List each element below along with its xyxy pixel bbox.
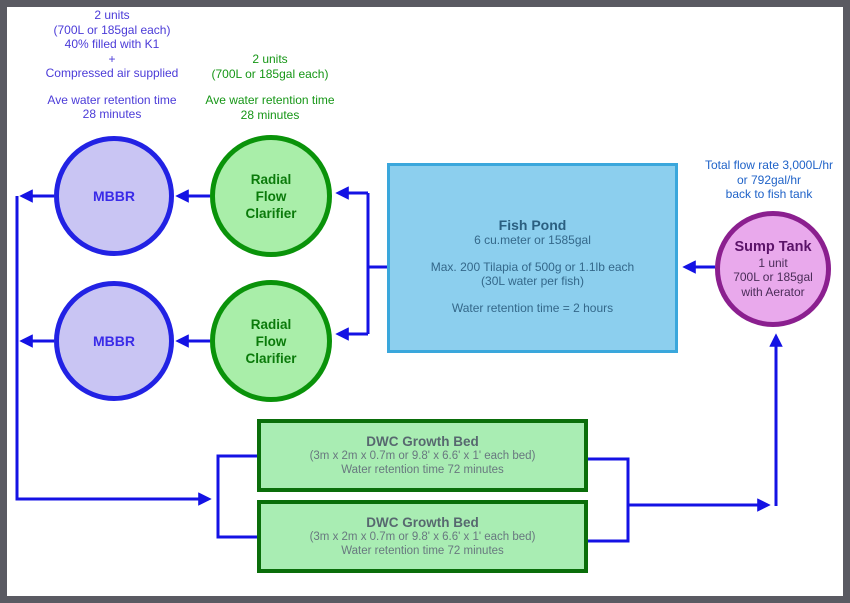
- radial-flow-clarifier-node-1: Radial Flow Clarifier: [210, 135, 332, 257]
- clarifier-annotation-spec: 2 units (700L or 185gal each): [211, 52, 329, 81]
- sump-annotation-text: Total flow rate 3,000L/hr or 792gal/hr b…: [704, 158, 834, 201]
- dwc-growth-bed-node-2: DWC Growth Bed (3m x 2m x 0.7m or 9.8' x…: [257, 500, 588, 573]
- dwc-2-title: DWC Growth Bed: [366, 515, 479, 530]
- sump-tank-title: Sump Tank: [734, 238, 812, 255]
- sump-tank-node: Sump Tank 1 unit 700L or 185gal with Aer…: [715, 211, 831, 327]
- dwc-2-retention: Water retention time 72 minutes: [341, 545, 504, 557]
- dwc-growth-bed-node-1: DWC Growth Bed (3m x 2m x 0.7m or 9.8' x…: [257, 419, 588, 492]
- dwc-1-retention: Water retention time 72 minutes: [341, 464, 504, 476]
- sump-annotation: Total flow rate 3,000L/hr or 792gal/hr b…: [690, 158, 848, 202]
- fish-pond-capacity: 6 cu.meter or 1585gal: [474, 233, 591, 247]
- mbbr-node-2: MBBR: [54, 281, 174, 401]
- radial-flow-clarifier-node-2: Radial Flow Clarifier: [210, 280, 332, 402]
- fish-pond-stocking: Max. 200 Tilapia of 500g or 1.1lb each (…: [430, 260, 635, 288]
- clarifier-1-label: Radial Flow Clarifier: [245, 171, 297, 221]
- dwc-1-dimensions: (3m x 2m x 0.7m or 9.8' x 6.6' x 1' each…: [309, 450, 536, 462]
- mbbr-annotation: 2 units (700L or 185gal each) 40% filled…: [12, 8, 212, 122]
- fish-pond-title: Fish Pond: [498, 217, 567, 233]
- mbbr-annotation-spec: 2 units (700L or 185gal each) 40% filled…: [45, 8, 179, 80]
- dwc-2-dimensions: (3m x 2m x 0.7m or 9.8' x 6.6' x 1' each…: [309, 531, 536, 543]
- dwc-inlet-bracket: [216, 454, 257, 539]
- mbbr-2-label: MBBR: [93, 333, 135, 349]
- sump-tank-details: 1 unit 700L or 185gal with Aerator: [733, 255, 813, 299]
- dwc-outlet-bracket: [588, 457, 630, 543]
- mbbr-annotation-retention: Ave water retention time 28 minutes: [47, 92, 177, 122]
- mbbr-node-1: MBBR: [54, 136, 174, 256]
- mbbr-1-label: MBBR: [93, 188, 135, 204]
- clarifier-annotation-retention: Ave water retention time 28 minutes: [205, 93, 335, 122]
- clarifier-annotation: 2 units (700L or 185gal each) Ave water …: [180, 52, 360, 122]
- dwc-1-title: DWC Growth Bed: [366, 434, 479, 449]
- fish-pond-node: Fish Pond 6 cu.meter or 1585gal Max. 200…: [387, 163, 678, 353]
- fish-pond-retention: Water retention time = 2 hours: [451, 301, 614, 315]
- clarifier-2-label: Radial Flow Clarifier: [245, 316, 297, 366]
- pipe-down-and-to-dwc: [15, 196, 212, 506]
